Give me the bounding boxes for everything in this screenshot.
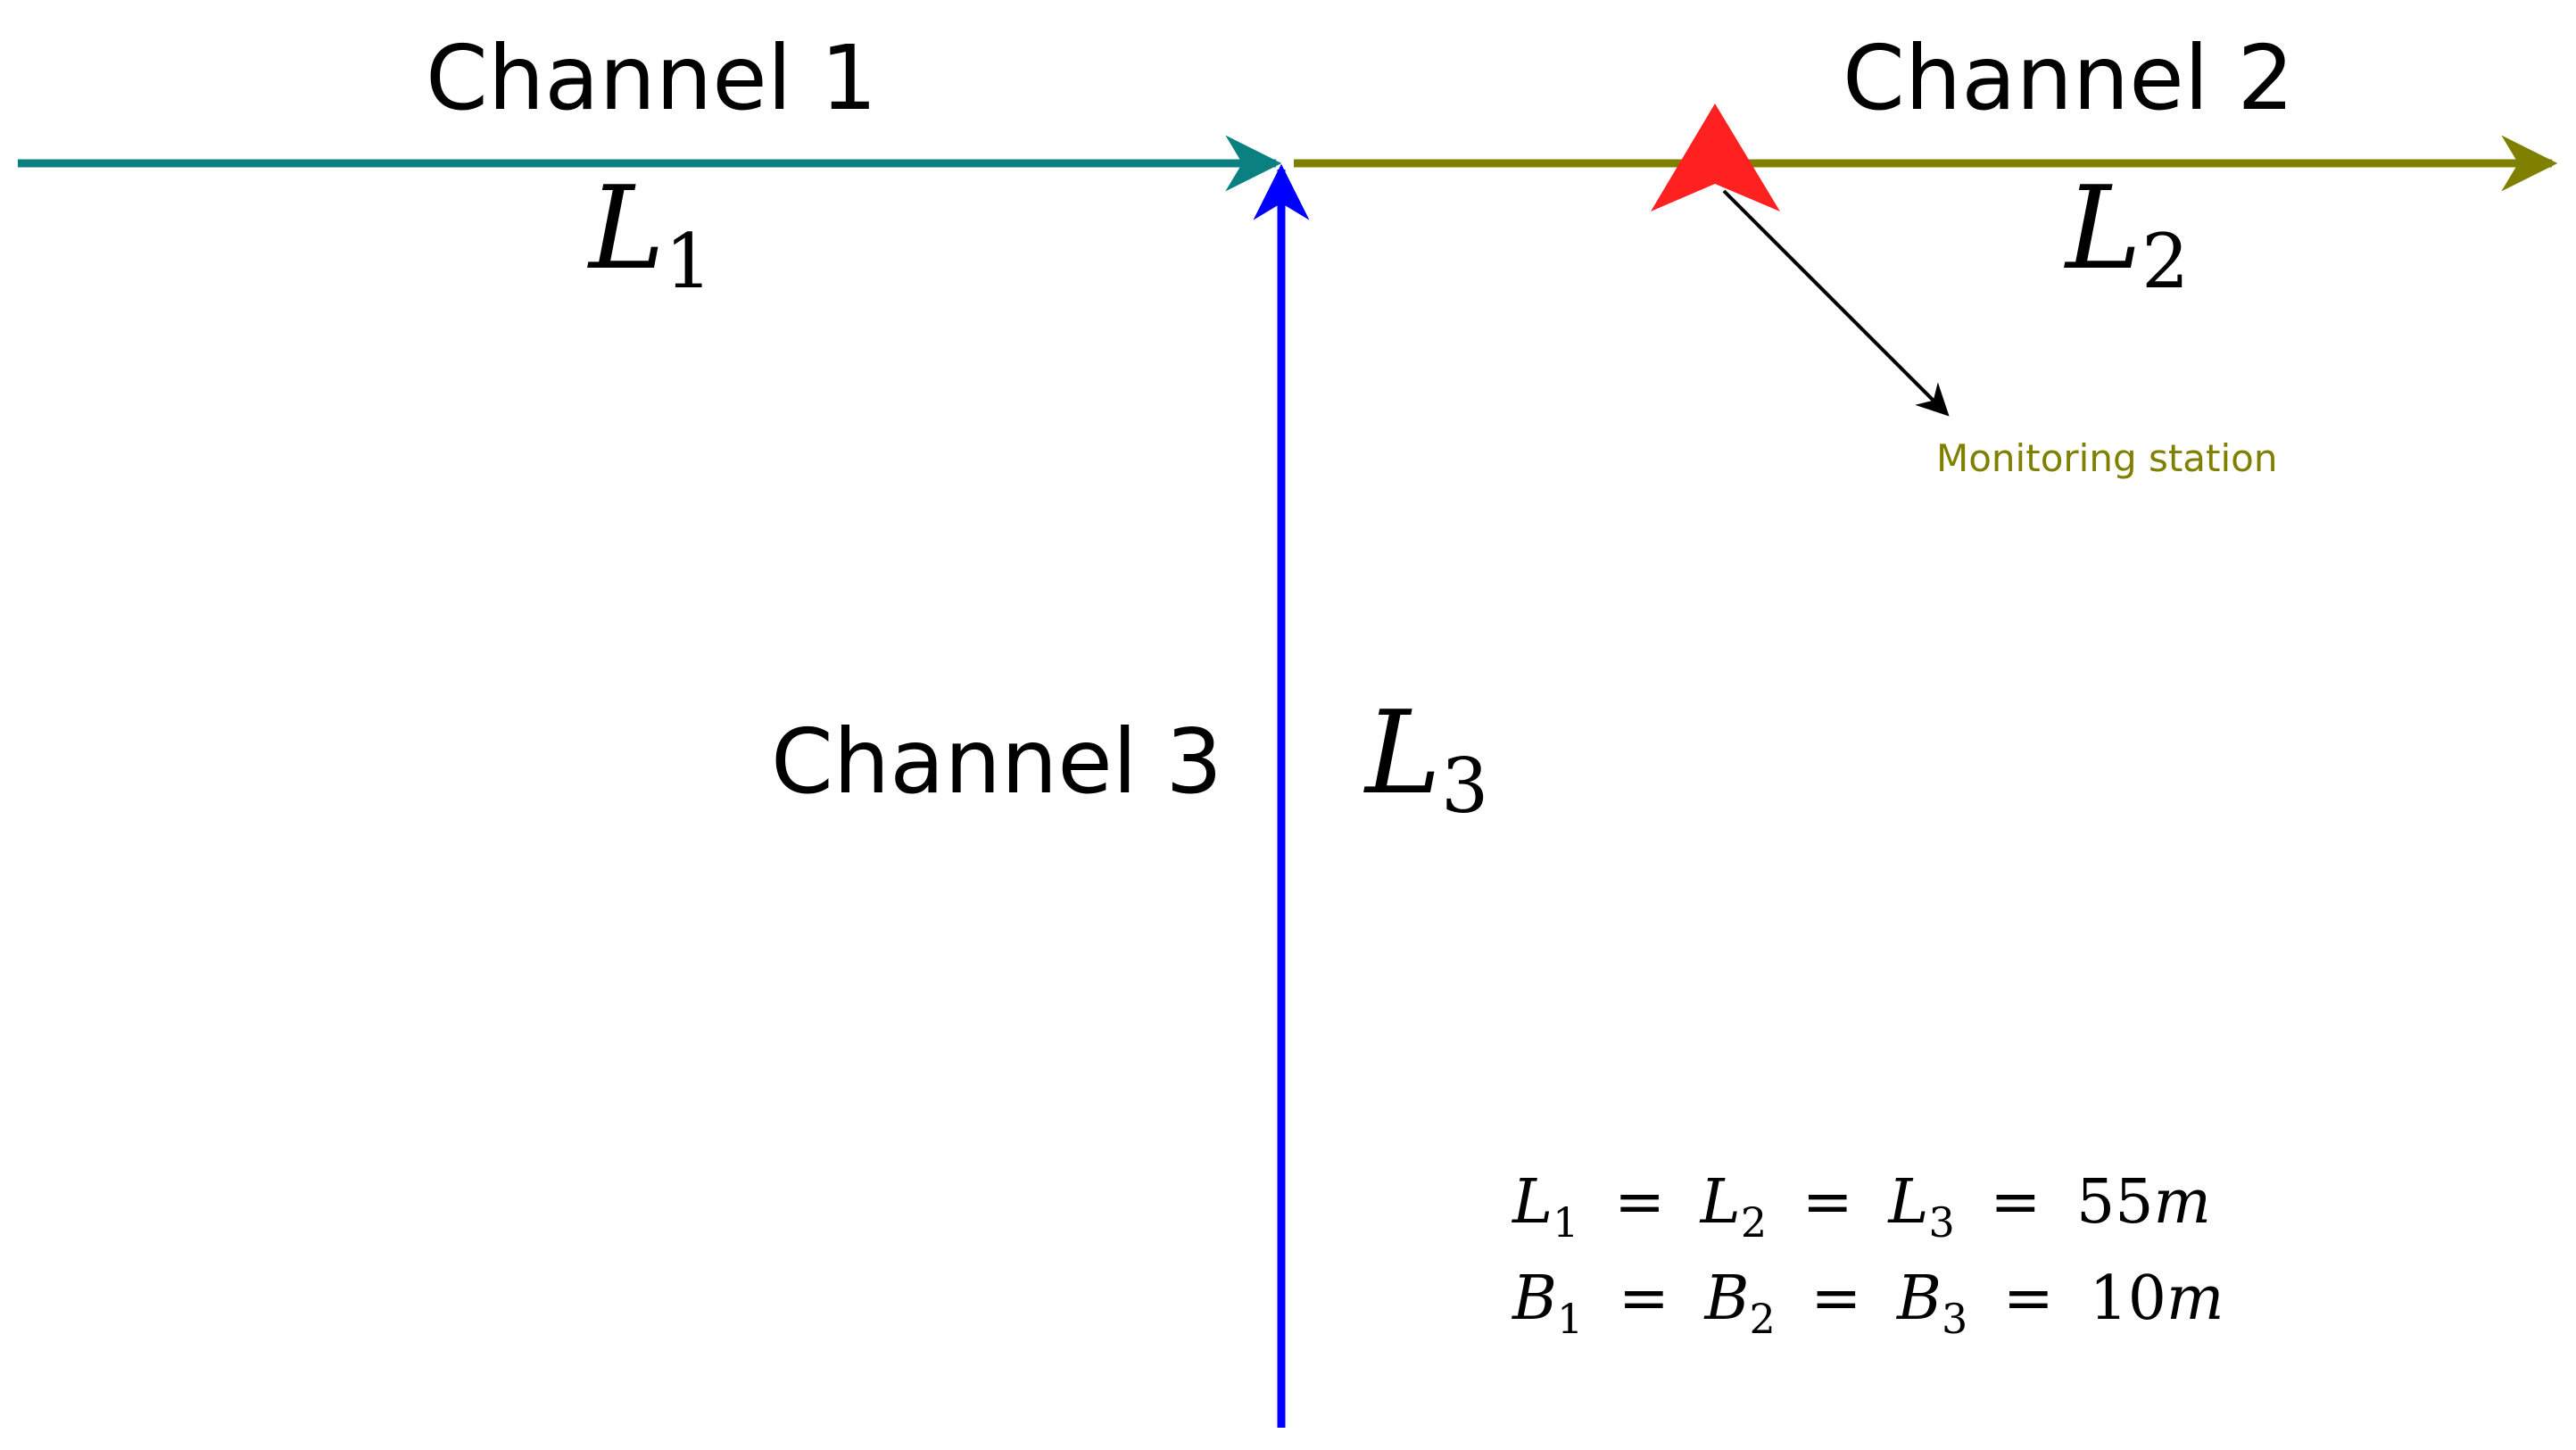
channel-2-length-label: L2: [2064, 162, 2189, 305]
channel-1-length-label: L1: [587, 162, 712, 305]
station-pointer-arrow: [1722, 189, 1950, 417]
monitoring-station-marker-icon: [1651, 104, 1780, 211]
channel-3-length-label: L3: [1363, 687, 1488, 830]
channel-2-name: Channel 2: [1843, 26, 2294, 130]
length-equation: L1 = L2 = L3 = 55m: [1511, 1167, 2211, 1252]
monitoring-station-label: Monitoring station: [1936, 436, 2278, 480]
channel-3-name: Channel 3: [771, 709, 1222, 814]
width-equation: B1 = B2 = B3 = 10m: [1511, 1264, 2224, 1348]
channel-1-name: Channel 1: [426, 26, 877, 130]
